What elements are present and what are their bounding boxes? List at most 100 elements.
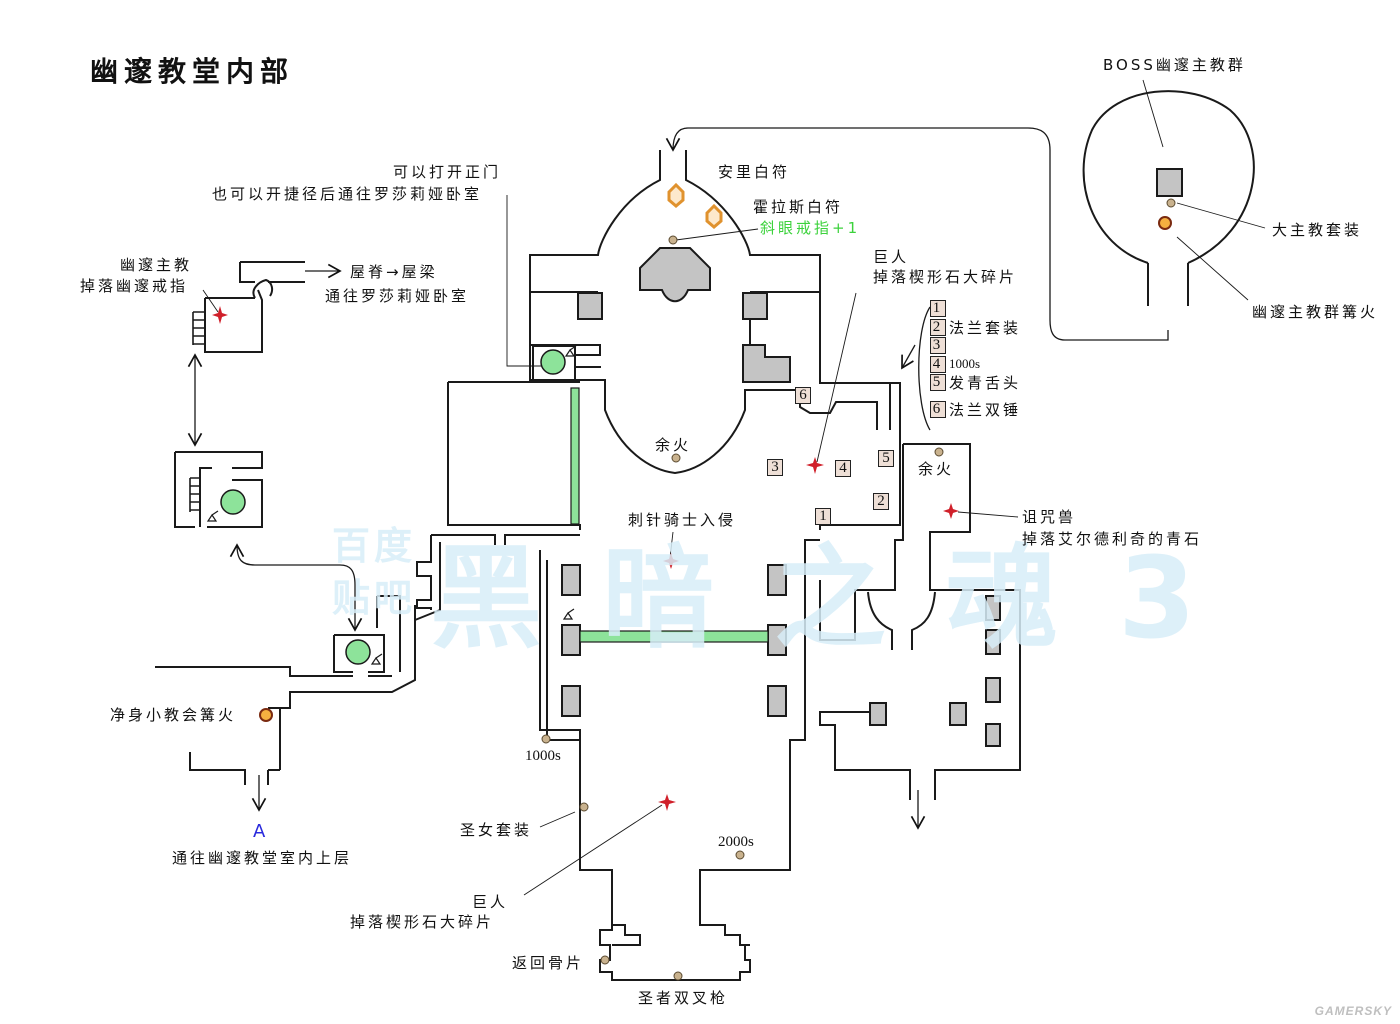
label-curse-beast: 诅咒兽 [1022,508,1077,526]
leader-line [506,195,541,367]
label-ember-center: 余火 [655,436,692,454]
pillar-block [561,564,581,596]
legend-text: 法兰套装 [949,318,1022,337]
leader-line [1176,202,1266,229]
legend-row: 2 法兰套装 [930,318,1022,337]
label-horace-sign: 霍拉斯白符 [753,198,844,216]
label-giant-top: 巨人 [873,248,910,266]
elevator-icon[interactable] [220,489,246,515]
shop-marker-4[interactable]: 4 [835,460,851,477]
lever-icon[interactable] [206,510,219,522]
leader-line [669,531,674,559]
legend-number: 1 [930,299,946,317]
legend-number: 6 [930,400,946,418]
legend-row: 5 发青舌头 [930,373,1022,392]
legend-number: 2 [930,318,946,336]
leader-line [1176,236,1249,301]
main-hall [546,539,820,981]
ladder-icon[interactable] [189,477,200,512]
item-dot-icon[interactable] [668,235,678,245]
leader-line [675,228,759,241]
legend-row: 4 1000s [930,355,980,373]
legend-row: 1 [930,299,949,317]
item-dot-icon[interactable] [934,447,944,457]
label-deacon-drop: 掉落幽邃戒指 [80,277,189,295]
label-homeward-bone: 返回骨片 [512,954,585,972]
label-roof: 屋脊→屋梁 [350,263,438,281]
item-dot-icon[interactable] [735,850,745,860]
leader-line [539,811,576,828]
red-star-icon[interactable] [943,503,959,519]
elevator-room-frame [532,345,576,381]
item-dot-icon[interactable] [541,734,551,744]
label-ring-item: 斜眼戒指+1 [760,219,861,237]
lever-icon[interactable] [370,653,383,665]
item-dot-icon[interactable] [671,453,681,463]
altar-block [639,247,711,303]
legend-text: 发青舌头 [949,373,1022,392]
summon-sign-icon[interactable] [667,182,685,208]
boss-pillar [1156,168,1183,197]
pillar-block [767,624,787,656]
legend-number: 3 [930,336,946,354]
pillar-block [985,629,1001,655]
shop-marker-3[interactable]: 3 [767,459,783,476]
red-star-icon[interactable] [658,794,676,811]
elevator-room-left [174,451,263,528]
gamersky-logo: GAMERSKY [1314,1004,1392,1018]
item-dot-icon[interactable] [579,802,589,812]
pillar-block [742,292,768,320]
item-dot-icon[interactable] [600,955,610,965]
label-silver-knight: 刺针骑士入侵 [628,511,737,529]
elevator-bridge-horizontal[interactable] [579,630,769,643]
label-rosaria-bedroom: 通往罗莎莉娅卧室 [325,287,470,305]
pillar-block [767,685,787,717]
shop-marker-2[interactable]: 2 [873,493,889,510]
legend-number: 5 [930,373,946,391]
label-saint-bident: 圣者双叉枪 [638,989,729,1007]
leader-line [1142,79,1164,148]
elevator-icon[interactable] [345,639,371,665]
label-archdeacon-set: 大主教套装 [1272,221,1363,239]
label-souls-2000: 2000s [718,834,754,850]
item-dot-icon[interactable] [1166,198,1176,208]
pillar-group [561,168,1183,747]
exit-marker-a[interactable]: A [253,821,266,842]
pillar-block [949,702,967,726]
red-star-icon[interactable] [663,553,679,569]
lever-icon[interactable] [562,608,575,620]
leader-line [202,289,219,313]
leader-line [816,292,857,463]
label-souls-1000: 1000s [525,748,561,764]
shop-marker-6[interactable]: 6 [795,387,811,404]
elevator-icon[interactable] [540,349,566,375]
label-deacon: 幽邃主教 [120,256,193,274]
label-maiden-set: 圣女套装 [460,821,533,839]
shop-marker-5[interactable]: 5 [878,450,894,467]
legend-text: 法兰双锤 [949,400,1022,419]
label-giant-bottom: 巨人 [472,893,509,911]
bonfire-icon[interactable] [1158,216,1172,230]
red-star-icon[interactable] [212,306,228,324]
route-arrow-shop [901,344,916,370]
elevator-shaft-vertical[interactable] [570,387,580,525]
route-arrow-elevators [229,543,363,632]
bonfire-icon[interactable] [259,708,273,722]
label-giant-bottom-drop: 掉落楔形石大碎片 [350,913,495,931]
leader-line [957,511,1019,518]
lever-icon[interactable] [564,345,577,357]
legend-number: 4 [930,355,946,373]
label-giant-top-drop: 掉落楔形石大碎片 [873,268,1018,286]
legend-text: 1000s [949,356,981,371]
red-star-icon[interactable] [806,457,824,474]
pillar-block [561,624,581,656]
label-boss-bonfire: 幽邃主教群篝火 [1252,303,1379,321]
shop-marker-1[interactable]: 1 [815,508,831,525]
boss-arena [1082,90,1255,306]
item-dot-icon[interactable] [673,971,683,981]
summon-sign-icon[interactable] [705,203,723,229]
ladder-icon[interactable] [192,311,205,345]
label-open-gate: 可以打开正门 [393,163,502,181]
shop-bracket [918,306,931,431]
